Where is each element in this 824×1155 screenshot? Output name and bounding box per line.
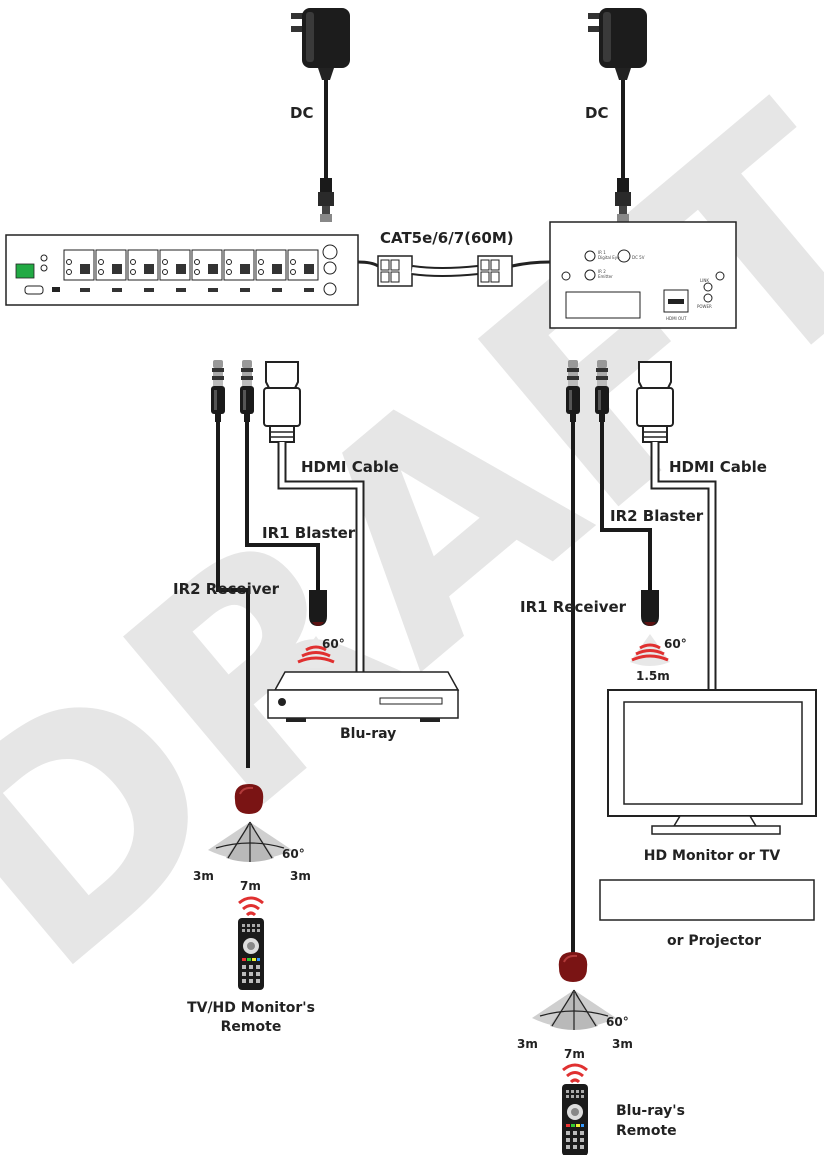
ir2-blaster-plug-right bbox=[595, 360, 609, 422]
receiver-center-range-right: 7m bbox=[564, 1047, 585, 1061]
dc-port-label: DC 5V bbox=[632, 255, 645, 260]
dc-plug-left bbox=[318, 178, 334, 222]
receiver-panel: IR 1 Digital Eye IR 2 Emitter DC 5V LINK… bbox=[549, 221, 737, 329]
ir-receiver-left bbox=[233, 783, 265, 815]
receiver-side-range-left-b: 3m bbox=[290, 869, 311, 883]
ir1-blaster-plug-left bbox=[240, 360, 254, 422]
projector-label: or Projector bbox=[667, 933, 761, 949]
power-led-label: POWER bbox=[697, 304, 712, 309]
hdmi-plug-left bbox=[263, 361, 301, 443]
receiver-side-range-right-b: 3m bbox=[612, 1037, 633, 1051]
ir2-blaster-label: IR2 Blaster bbox=[610, 507, 704, 525]
bluray-remote-label-line2: Remote bbox=[616, 1123, 677, 1139]
hd-monitor bbox=[607, 689, 817, 835]
ir2-port-label: IR 2 bbox=[598, 269, 606, 274]
ir-signal-waves-right bbox=[561, 1063, 589, 1084]
receiver-angle-right: 60° bbox=[606, 1015, 629, 1029]
cat-cable bbox=[357, 255, 551, 287]
cat-cable-label: CAT5e/6/7(60M) bbox=[380, 229, 514, 247]
hdmi-plug-right bbox=[636, 361, 674, 443]
ir1-blaster-label: IR1 Blaster bbox=[262, 524, 356, 542]
bluray-player bbox=[267, 671, 460, 722]
blaster-emission-right bbox=[630, 634, 670, 666]
hdmi-out-label: HDMI OUT bbox=[666, 316, 687, 321]
tv-remote-label-line1: TV/HD Monitor's bbox=[187, 1000, 315, 1016]
projector-screen bbox=[599, 879, 815, 921]
hd-monitor-label: HD Monitor or TV bbox=[644, 848, 781, 864]
power-adapter-right bbox=[588, 8, 647, 80]
receiver-center-range-left: 7m bbox=[240, 879, 261, 893]
power-adapter-left bbox=[291, 8, 350, 80]
dc-label-right: DC bbox=[585, 104, 608, 122]
ir-blaster-right bbox=[641, 580, 659, 626]
link-led-label: LINK bbox=[700, 278, 709, 283]
transmitter-panel bbox=[5, 234, 359, 306]
dc-label-left: DC bbox=[290, 104, 313, 122]
receiver-side-range-right-a: 3m bbox=[517, 1037, 538, 1051]
ir2-receiver-cable-left bbox=[216, 422, 250, 768]
ir1-blaster-cable-left bbox=[245, 422, 320, 580]
ir2-receiver-plug-left bbox=[211, 360, 225, 422]
tv-remote-label-line2: Remote bbox=[221, 1019, 282, 1035]
blaster-angle-right: 60° bbox=[664, 637, 687, 651]
receiver-range-fan-right bbox=[531, 989, 617, 1031]
ir1-receiver-plug-right bbox=[566, 360, 580, 422]
blaster-angle-left: 60° bbox=[322, 637, 345, 651]
dc-plug-right bbox=[615, 178, 631, 222]
ir1-port-label: IR 1 bbox=[598, 250, 606, 255]
ir2-blaster-cable-right bbox=[600, 422, 652, 580]
hdmi-cable-label-right: HDMI Cable bbox=[669, 458, 767, 476]
blaster-distance-right: 1.5m bbox=[636, 669, 670, 683]
bluray-remote-label-line1: Blu-ray's bbox=[616, 1103, 685, 1119]
blaster-emission-left bbox=[296, 636, 336, 668]
ir2-port-sublabel: Emitter bbox=[598, 274, 613, 279]
bluray-label: Blu-ray bbox=[340, 726, 396, 742]
hdmi-cable-label-left: HDMI Cable bbox=[301, 458, 399, 476]
ir-receiver-right bbox=[557, 951, 589, 983]
receiver-side-range-left-a: 3m bbox=[193, 869, 214, 883]
ir1-receiver-label: IR1 Receiver bbox=[520, 598, 627, 616]
tv-remote bbox=[238, 918, 264, 990]
bluray-remote bbox=[562, 1084, 588, 1155]
ir1-port-sublabel: Digital Eye bbox=[598, 255, 620, 260]
receiver-angle-left: 60° bbox=[282, 847, 305, 861]
ir2-receiver-label: IR2 Receiver bbox=[173, 580, 280, 598]
